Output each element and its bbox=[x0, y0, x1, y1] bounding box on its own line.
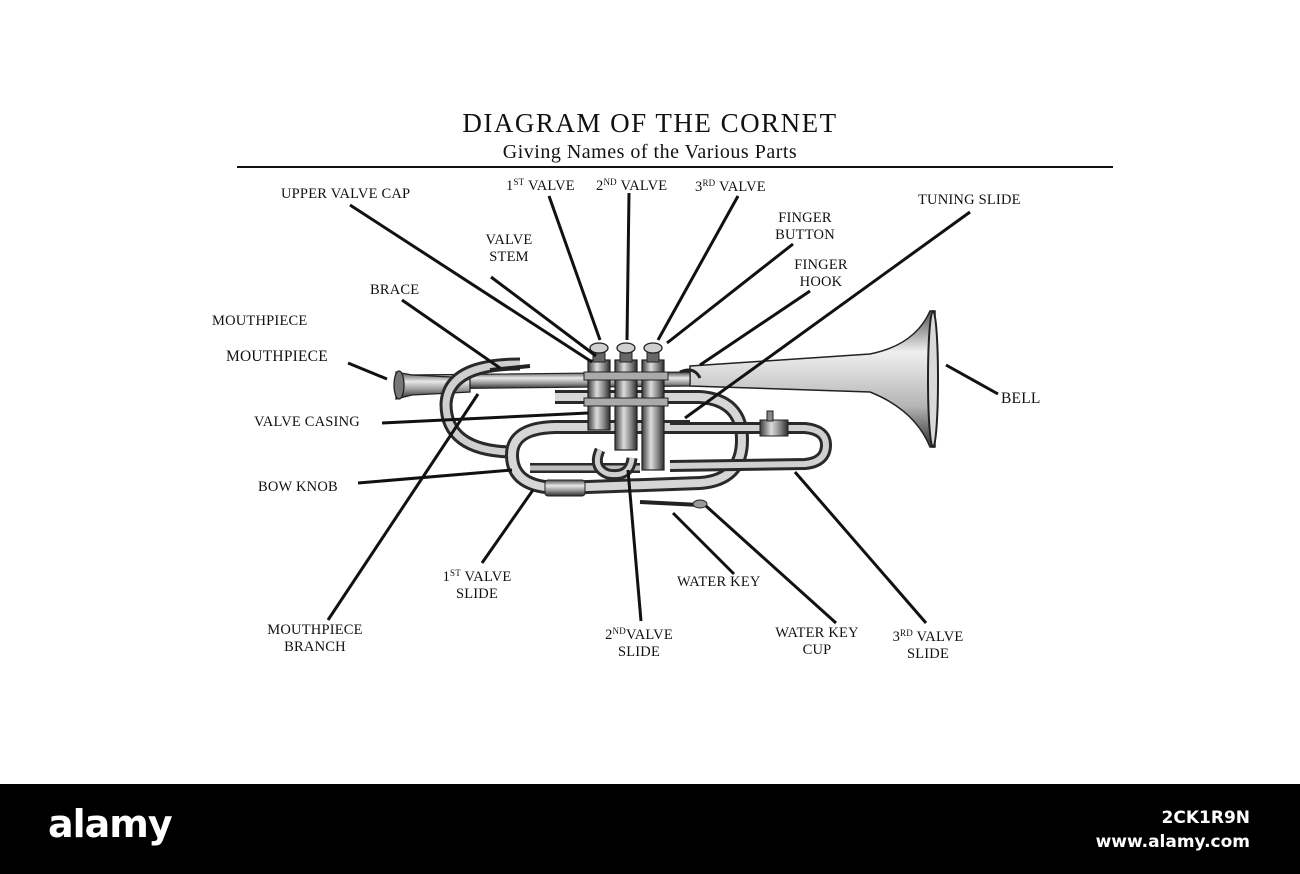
label-finger-hook-line1: FINGER bbox=[794, 257, 848, 273]
label-3rd-valve-slide-line1: 3RD VALVE bbox=[893, 625, 964, 646]
leader-tuning-slide bbox=[684, 210, 971, 420]
label-3rd-valve-num: 3 bbox=[695, 179, 703, 195]
leader-water-key-cup bbox=[704, 504, 838, 625]
cornet-third-valve-slide bbox=[669, 410, 833, 472]
label-2nd-valve: 2ND VALVE bbox=[596, 174, 667, 195]
leader-finger-button bbox=[666, 242, 794, 345]
label-3rd-valve-slide-word: VALVE bbox=[916, 629, 964, 645]
diagram-title: DIAGRAM OF THE CORNET bbox=[462, 108, 838, 138]
image-id: 2CK1R9N bbox=[1161, 808, 1250, 828]
leader-3rd-valve bbox=[656, 195, 740, 341]
label-2nd-valve-sup: ND bbox=[603, 177, 617, 187]
leader-bow-knob bbox=[357, 468, 513, 485]
label-3rd-valve-sup: RD bbox=[702, 178, 716, 188]
title-rule bbox=[237, 166, 1113, 168]
label-valve-casing: VALVE CASING bbox=[254, 414, 360, 430]
cornet-tuning-loop bbox=[504, 390, 750, 496]
diagram-subtitle: Giving Names of the Various Parts bbox=[502, 141, 798, 163]
label-1st-valve-slide-word: VALVE bbox=[464, 569, 512, 585]
label-1st-valve-sup: ST bbox=[513, 177, 525, 187]
label-2nd-valve-slide-line2: SLIDE bbox=[617, 644, 661, 660]
cornet-brace bbox=[489, 364, 531, 372]
label-3rd-valve-slide-num: 3 bbox=[892, 629, 901, 645]
label-mouthpiece: MOUTHPIECE bbox=[226, 348, 328, 365]
label-finger-button-line2: BUTTON bbox=[775, 227, 835, 243]
label-mouthpiece-branch-line2: BRANCH bbox=[284, 639, 346, 655]
watermark-footer bbox=[0, 784, 1300, 874]
label-1st-valve-num: 1 bbox=[506, 178, 514, 194]
label-upper-valve-cap: UPPER VALVE CAP bbox=[281, 186, 411, 202]
leader-finger-hook bbox=[699, 289, 811, 367]
cornet-finger-buttons bbox=[589, 342, 663, 363]
label-1st-valve-slide-num: 1 bbox=[442, 569, 451, 585]
site-url: www.alamy.com bbox=[1095, 832, 1250, 852]
label-valve-stem-line1: VALVE bbox=[485, 232, 533, 248]
cornet-finger-hook bbox=[679, 368, 702, 379]
label-3rd-valve-slide-line2: SLIDE bbox=[906, 646, 950, 662]
leader-valve-stem bbox=[490, 275, 597, 358]
leader-brace bbox=[401, 298, 501, 370]
cornet-second-valve-slide bbox=[591, 447, 638, 481]
label-bell: BELL bbox=[1001, 390, 1041, 407]
leader-bell bbox=[945, 363, 999, 396]
label-tuning-slide: TUNING SLIDE bbox=[918, 192, 1021, 208]
label-3rd-valve-word: VALVE bbox=[718, 179, 766, 195]
label-valve-stem-line2: STEM bbox=[489, 249, 529, 265]
label-mouthpiece-branch-line1: MOUTHPIECE bbox=[267, 622, 363, 638]
leader-mouthpiece bbox=[347, 361, 388, 381]
leader-mouthpiece-branch bbox=[326, 393, 480, 621]
label-1st-valve-word: VALVE bbox=[527, 178, 575, 194]
leader-upper-valve-cap bbox=[349, 203, 593, 364]
cornet-illustration bbox=[326, 192, 999, 625]
label-1st-valve-slide-sup: ST bbox=[450, 568, 461, 578]
label-1st-valve: 1ST VALVE bbox=[506, 174, 575, 195]
cornet-upper-bow bbox=[439, 357, 521, 459]
label-1st-valve-slide-line2: SLIDE bbox=[455, 586, 499, 602]
label-finger-button-line1: FINGER bbox=[778, 210, 832, 226]
diagram-page: DIAGRAM OF THE CORNET Giving Names of th… bbox=[212, 108, 1113, 663]
label-bow-knob: BOW KNOB bbox=[258, 479, 338, 495]
label-water-key-cup-line2: CUP bbox=[802, 642, 832, 658]
leader-valve-casing bbox=[381, 411, 589, 425]
leader-lines bbox=[326, 192, 999, 625]
leader-2nd-valve bbox=[625, 192, 631, 341]
label-2nd-valve-slide-line1: 2NDVALVE bbox=[605, 623, 673, 644]
leader-water-key bbox=[671, 511, 736, 576]
label-finger-hook-line2: HOOK bbox=[799, 274, 843, 290]
label-water-key: WATER KEY bbox=[677, 574, 761, 590]
label-brace: BRACE bbox=[370, 282, 420, 298]
leader-2nd-valve-slide bbox=[626, 469, 643, 622]
alamy-logo: alamy bbox=[48, 802, 173, 846]
leader-3rd-valve-slide bbox=[793, 471, 928, 624]
label-3rd-valve: 3RD VALVE bbox=[695, 175, 766, 196]
label-2nd-valve-word: VALVE bbox=[620, 178, 668, 194]
label-1st-valve-slide-line1: 1ST VALVE bbox=[443, 565, 512, 586]
label-mouthpiece-top: MOUTHPIECE bbox=[212, 313, 308, 329]
label-2nd-valve-num: 2 bbox=[596, 178, 604, 194]
label-water-key-cup-line1: WATER KEY bbox=[775, 625, 859, 641]
label-2nd-valve-slide-word: VALVE bbox=[625, 627, 673, 643]
leader-1st-valve bbox=[547, 195, 602, 341]
label-2nd-valve-slide-sup: ND bbox=[612, 626, 626, 636]
label-3rd-valve-slide-sup: RD bbox=[900, 628, 913, 638]
label-2nd-valve-slide-num: 2 bbox=[605, 627, 613, 643]
cornet-water-key bbox=[639, 499, 708, 509]
cornet-bell bbox=[689, 310, 939, 448]
leader-1st-valve-slide bbox=[480, 489, 535, 564]
